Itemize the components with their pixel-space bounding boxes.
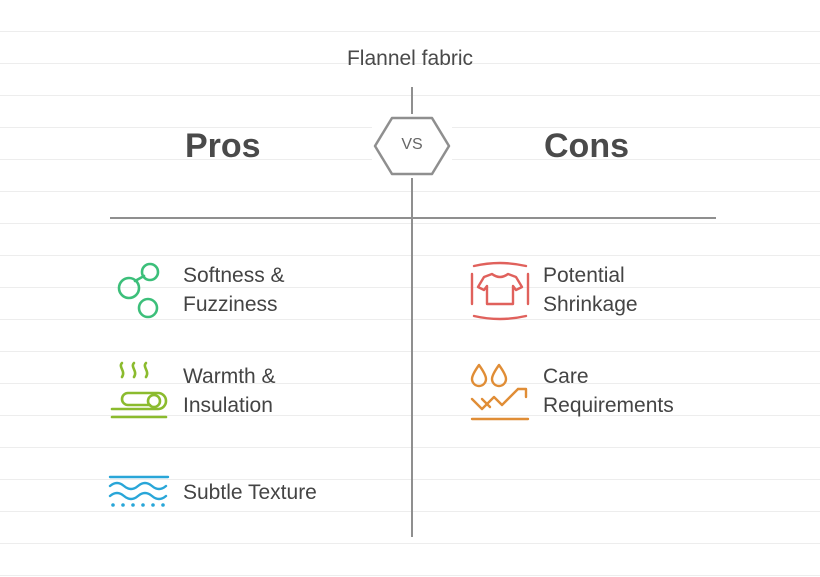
cons-item-label-line1: Potential [543, 264, 625, 287]
cons-item-label-line1: Care [543, 365, 589, 388]
double-arrow-icon [373, 116, 451, 176]
pros-item-softness: Softness & Fuzziness [108, 258, 363, 322]
horizontal-divider [110, 217, 716, 219]
cons-heading: Cons [544, 127, 629, 165]
diagram-title: Flannel fabric [346, 47, 474, 70]
pros-item-label-line1: Subtle Texture [183, 480, 317, 504]
pros-item-warmth: Warmth & Insulation [108, 359, 363, 423]
pros-item-label-line1: Warmth & [183, 365, 276, 388]
vertical-divider [411, 87, 413, 537]
cons-item-label-line2: Requirements [543, 394, 674, 417]
vs-label: VS [401, 136, 423, 153]
shrunk-shirt-icon [468, 258, 532, 322]
texture-waves-icon [108, 460, 172, 524]
pros-item-label-line2: Insulation [183, 394, 273, 417]
water-drops-chart-icon [468, 359, 532, 423]
bubbles-icon [108, 258, 172, 322]
pros-item-label-line2: Fuzziness [183, 293, 278, 316]
pros-item-texture: Subtle Texture [108, 460, 363, 524]
cons-item-care: Care Requirements [468, 359, 723, 423]
vs-badge: VS [372, 114, 452, 178]
cons-item-label-line2: Shrinkage [543, 293, 638, 316]
cons-item-shrinkage: Potential Shrinkage [468, 258, 723, 322]
pros-heading: Pros [185, 127, 261, 165]
warm-blanket-icon [108, 359, 172, 423]
pros-item-label-line1: Softness & [183, 264, 285, 287]
